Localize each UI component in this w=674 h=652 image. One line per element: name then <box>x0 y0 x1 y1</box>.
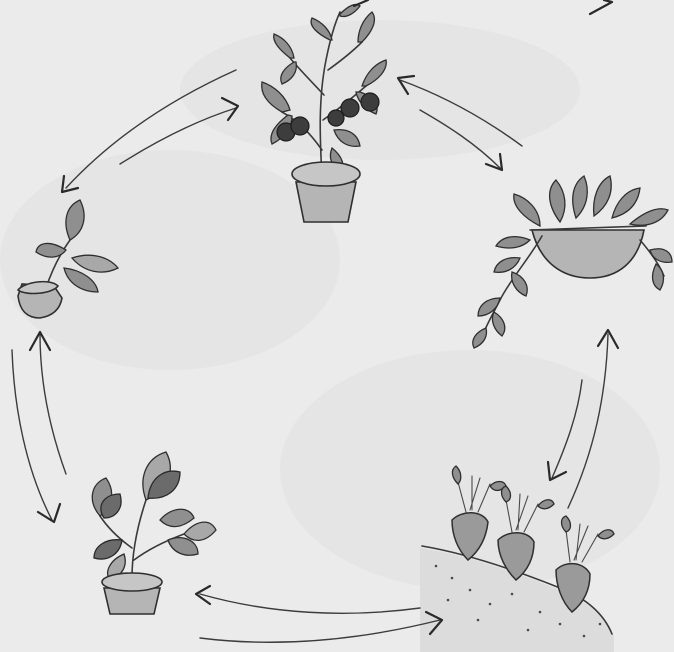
arrow-seedling-to-tomato <box>119 107 237 165</box>
hanging-plant-icon <box>472 175 673 349</box>
arrow-tomato-to-seedling <box>65 69 237 189</box>
arrow-tomato-to-hanging <box>419 109 501 169</box>
cycle-arrows <box>11 0 620 643</box>
carrots-icon <box>420 465 615 652</box>
arrow-plant-to-carrots <box>199 619 441 643</box>
seedling-icon <box>16 199 120 319</box>
arrow-hanging-to-tomato <box>399 79 523 147</box>
arrow-plant-to-seedling <box>39 333 67 475</box>
tomato-plant-icon <box>261 3 387 223</box>
arrow-hanging-to-carrots <box>551 379 583 479</box>
arrow-carrots-to-hanging <box>567 333 609 509</box>
potted-plant-icon <box>91 451 217 615</box>
arrow-carrots-to-plant <box>199 593 421 614</box>
arrow-seedling-to-plant <box>11 349 53 521</box>
